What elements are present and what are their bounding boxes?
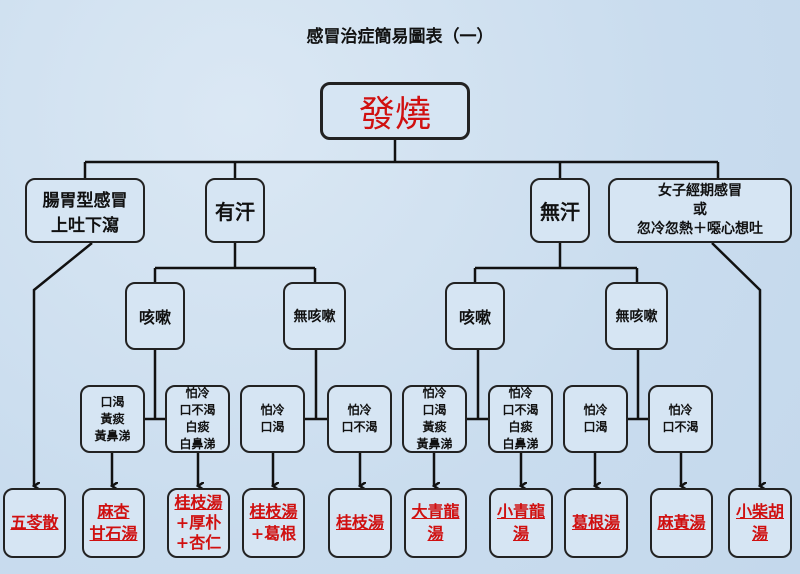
node-label: 咳嗽 (138, 308, 171, 327)
root-node-fever: 發燒 (320, 82, 470, 140)
node-label: 怕冷 (668, 403, 693, 417)
node-label: 忽冷忽熱＋噁心想吐 (637, 221, 763, 237)
prescription-label: 湯 (427, 524, 444, 543)
symptom-node: 口渴黃痰黃鼻涕 (80, 385, 145, 453)
node-label: 腸胃型感冒 (42, 190, 128, 211)
node-label: 黃鼻涕 (94, 428, 131, 443)
prescription-label: 五苓散 (10, 513, 59, 532)
node-label: 怕冷 (347, 403, 372, 417)
prescription-label: 桂枝湯 (174, 493, 223, 512)
prescription-maxing-shigan: 麻杏甘石湯 (82, 488, 145, 558)
node-label: 口渴 (100, 394, 125, 409)
node-label: 有汗 (215, 200, 255, 224)
prescription-label: 小青龍 (496, 502, 545, 521)
prescription-xiaochaihu-tang: 小柴胡湯 (728, 488, 792, 558)
node-label: 黃痰 (100, 411, 125, 426)
symptom-node: 怕冷口不渴白痰白鼻涕 (165, 385, 230, 453)
node-label: 或 (693, 202, 707, 218)
node-label: 無汗 (540, 200, 580, 224)
symptom-node: 怕冷口不渴 (648, 385, 713, 453)
node-label: 怕冷 (508, 386, 533, 400)
node-label: 咳嗽 (458, 308, 491, 327)
prescription-label: 小柴胡 (735, 502, 784, 521)
node-label: 口不渴 (502, 403, 539, 417)
node-label: 無咳嗽 (293, 309, 336, 325)
prescription-label: 湯 (512, 524, 529, 543)
symptom-node: 怕冷口不渴白痰白鼻涕 (488, 385, 553, 453)
node-label: 怕冷 (583, 403, 608, 417)
node-label: 上吐下瀉 (51, 215, 119, 236)
node-label: 怕冷 (185, 386, 210, 400)
node-label: 女子經期感冒 (658, 183, 742, 199)
node-nosweat-no-cough: 無咳嗽 (605, 282, 668, 350)
node-label: 口渴 (422, 403, 447, 417)
prescription-label: 湯 (751, 524, 768, 543)
symptom-node: 怕冷口渴 (563, 385, 628, 453)
root-label: 發燒 (358, 94, 431, 135)
node-label: 口渴 (260, 420, 285, 434)
node-label: 無咳嗽 (615, 309, 658, 325)
node-label: 口渴 (583, 420, 608, 434)
node-gastro-cold: 腸胃型感冒 上吐下瀉 (25, 178, 145, 243)
prescription-label: 桂枝湯 (249, 502, 298, 521)
node-sweat-no-cough: 無咳嗽 (283, 282, 346, 350)
prescription-label: +杏仁 (175, 533, 222, 552)
node-label: 怕冷 (260, 403, 285, 417)
node-label: 黃鼻涕 (416, 437, 453, 451)
prescription-label: 麻黃湯 (657, 513, 706, 532)
chart-title: 感冒治症簡易圖表（一） (306, 27, 494, 47)
node-label: 口不渴 (662, 420, 699, 434)
node-label: 白鼻涕 (179, 437, 216, 451)
symptom-node: 怕冷口渴 (240, 385, 305, 453)
prescription-guizhi-gegen: 桂枝湯 +葛根 (242, 488, 305, 558)
prescription-label: 桂枝湯 (335, 513, 384, 532)
node-label: 口不渴 (179, 403, 216, 417)
prescription-label: 大青龍 (411, 502, 460, 521)
node-label: 白痰 (185, 420, 210, 434)
node-sweating: 有汗 (205, 178, 265, 243)
node-label: 白痰 (508, 420, 533, 434)
symptom-node: 怕冷口渴黃痰黃鼻涕 (402, 385, 467, 453)
prescription-label: +厚朴 (175, 513, 222, 532)
prescription-gegen-tang: 葛根湯 (564, 488, 628, 558)
node-no-sweating: 無汗 (530, 178, 590, 243)
prescription-daqinglong-tang: 大青龍湯 (404, 488, 467, 558)
prescription-guizhi-tang: 桂枝湯 (328, 488, 392, 558)
symptom-node: 怕冷口不渴 (327, 385, 392, 453)
node-sweat-cough: 咳嗽 (125, 282, 185, 350)
prescription-guizhi-houpu-xingren: 桂枝湯+厚朴+杏仁 (167, 488, 230, 558)
node-label: 白鼻涕 (502, 437, 539, 451)
prescription-label: 葛根湯 (571, 513, 620, 532)
prescription-mahuang-tang: 麻黃湯 (650, 488, 713, 558)
prescription-label: 甘石湯 (89, 524, 138, 543)
prescription-label: 麻杏 (97, 502, 130, 521)
node-label: 黃痰 (422, 420, 447, 434)
node-menstrual-cold: 女子經期感冒 或 忽冷忽熱＋噁心想吐 (608, 178, 792, 243)
prescription-label: +葛根 (250, 524, 297, 543)
node-label: 口不渴 (341, 420, 378, 434)
node-label: 怕冷 (422, 386, 447, 400)
prescription-wuling-san: 五苓散 (3, 488, 66, 558)
node-nosweat-cough: 咳嗽 (445, 282, 505, 350)
prescription-xiaoqinglong-tang: 小青龍湯 (489, 488, 553, 558)
